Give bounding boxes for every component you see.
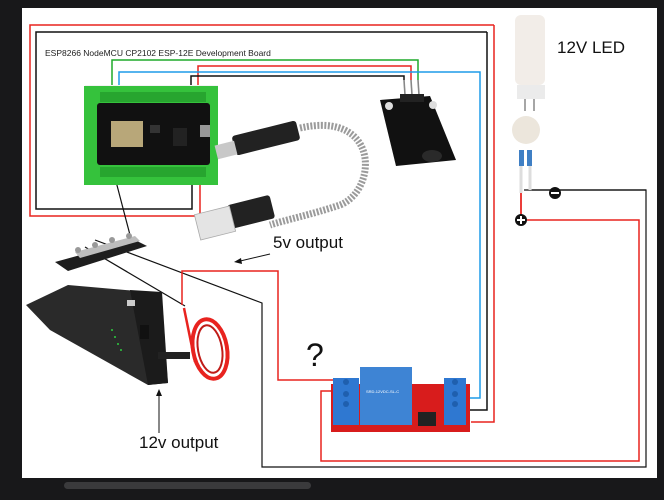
relay-marking: SRD-12VDC-SL-C [366, 389, 399, 394]
relay-module: SRD-12VDC-SL-C [331, 367, 470, 432]
dc-cable-coil [182, 307, 230, 381]
led-bulb [512, 15, 545, 193]
wire-red-right [471, 25, 495, 423]
arrowhead-5v-icon [234, 258, 242, 264]
wire-black-ir [190, 75, 405, 97]
usb-cable [193, 120, 369, 241]
horizontal-scrollbar[interactable] [64, 482, 311, 489]
wire-green [111, 59, 419, 92]
positive-terminal-icon [515, 214, 527, 226]
wire-red-ir [197, 65, 412, 97]
label-12v-led: 12V LED [557, 38, 626, 57]
negative-terminal-icon [549, 187, 561, 199]
esp8266-board [84, 85, 218, 185]
arrow-5v [235, 253, 271, 263]
wire-red-battery-to-relay [181, 270, 342, 381]
bus-bar [55, 233, 147, 271]
ir-receiver-module [380, 79, 456, 166]
wire-black-right [470, 32, 488, 411]
wire-red-outer [29, 24, 494, 217]
question-mark: ? [306, 337, 324, 373]
wire-black-outer [35, 31, 487, 210]
label-12v-output: 12v output [139, 433, 219, 452]
board-title: ESP8266 NodeMCU CP2102 ESP-12E Developme… [45, 48, 271, 58]
arrowhead-12v-icon [156, 389, 162, 396]
battery-pack [26, 285, 190, 385]
wire-blue [118, 71, 481, 399]
label-5v-output: 5v output [273, 233, 343, 252]
